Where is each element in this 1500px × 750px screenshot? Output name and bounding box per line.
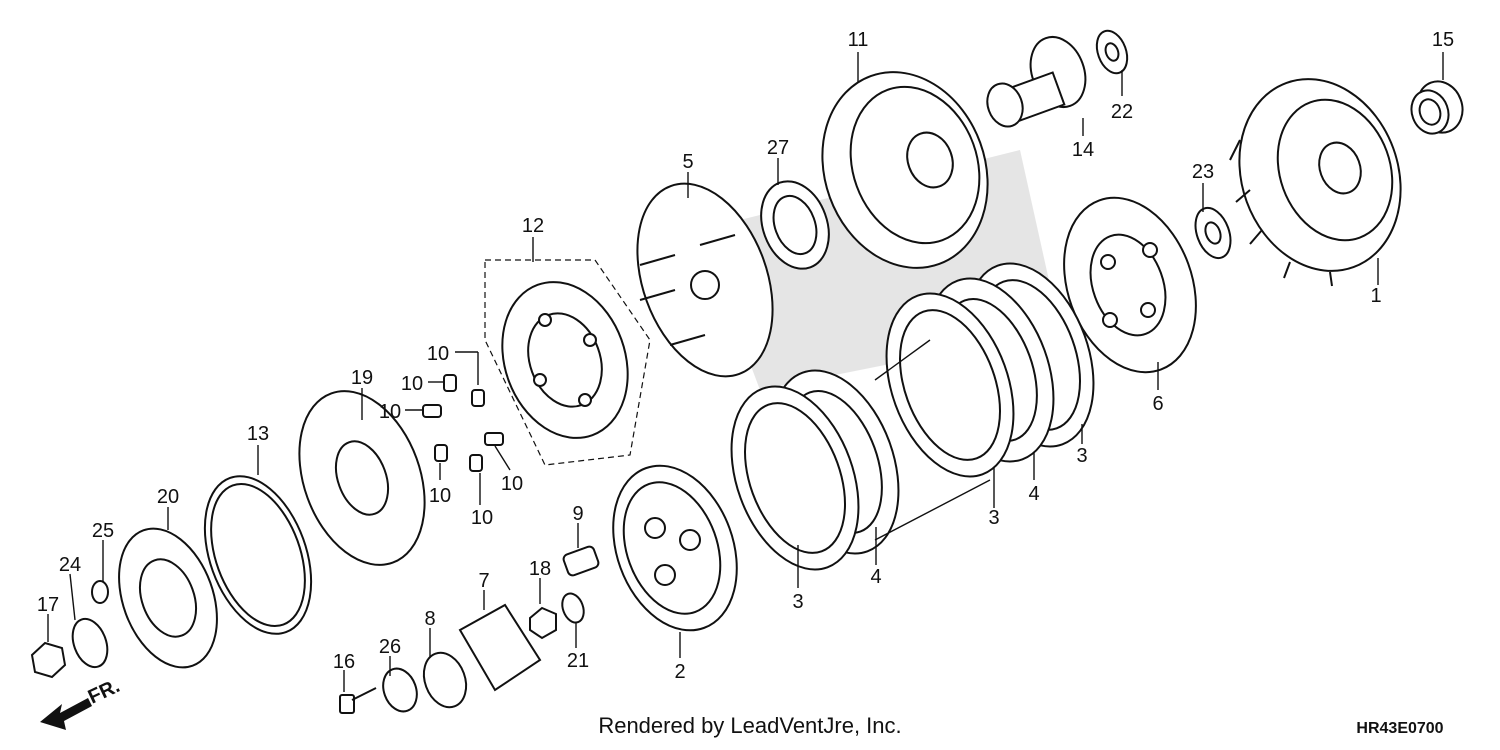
part-nut-17 (30, 641, 67, 679)
part-washer-24 (71, 617, 109, 669)
label-15: 15 (1432, 29, 1454, 51)
leader-lines (47, 52, 1444, 692)
footer-credit: Rendered by LeadVentJre, Inc. (598, 713, 901, 738)
label-9: 9 (572, 503, 583, 525)
part-nut-25 (91, 580, 109, 604)
label-22: 22 (1111, 101, 1133, 123)
part-bearing-8 (422, 651, 468, 709)
part-clutch-discs-upper (885, 262, 1095, 478)
part-plate-19 (298, 390, 426, 566)
part-washer-23 (1194, 206, 1232, 260)
label-10a: 10 (427, 343, 449, 365)
label-25: 25 (92, 520, 114, 542)
part-ring-13 (203, 475, 313, 635)
part-springs-10 (422, 374, 504, 472)
label-10d: 10 (429, 485, 451, 507)
label-10e: 10 (501, 473, 523, 495)
label-27: 27 (767, 137, 789, 159)
part-clutch-drum (821, 71, 989, 269)
part-washer-21 (561, 592, 585, 624)
part-lifter-plate (458, 603, 542, 692)
label-10c: 10 (379, 401, 401, 423)
label-26: 26 (379, 636, 401, 658)
part-bolt-16 (339, 687, 377, 714)
part-one-way-clutch (760, 180, 830, 270)
label-1: 1 (1370, 285, 1381, 307)
front-arrow-icon: FR. (40, 675, 123, 730)
part-drive-plate (636, 182, 774, 378)
label-4b: 4 (870, 566, 881, 588)
label-11: 11 (848, 29, 869, 51)
diagram-code: HR43E0700 (1356, 720, 1443, 737)
label-23: 23 (1192, 161, 1214, 183)
part-clutch-weight (501, 281, 629, 439)
part-gear-shaft (986, 36, 1087, 128)
label-13: 13 (247, 423, 269, 445)
label-3c: 3 (792, 591, 803, 613)
label-3b: 3 (988, 507, 999, 529)
label-10b: 10 (401, 373, 423, 395)
label-5: 5 (682, 151, 693, 173)
label-4a: 4 (1028, 483, 1039, 505)
part-spring-9 (562, 545, 600, 577)
label-2: 2 (674, 661, 685, 683)
label-7: 7 (478, 570, 489, 592)
label-19: 19 (351, 367, 373, 389)
label-18: 18 (529, 558, 551, 580)
part-plate-20 (118, 527, 218, 669)
label-20: 20 (157, 486, 179, 508)
part-nut-18 (529, 606, 557, 640)
part-clutch-center (612, 464, 738, 632)
label-8: 8 (424, 608, 435, 630)
part-clutch-outer (1229, 78, 1402, 287)
part-clutch-discs-lower (730, 369, 900, 571)
label-21: 21 (567, 650, 589, 672)
label-14: 14 (1072, 139, 1094, 161)
part-bushing-15 (1410, 80, 1464, 135)
part-pressure-plate (1063, 196, 1197, 374)
label-3a: 3 (1076, 445, 1087, 467)
part-labels: 1 2 3 3 3 4 4 5 6 7 8 9 10 10 10 10 10 1… (37, 29, 1454, 683)
label-17: 17 (37, 594, 59, 616)
label-6: 6 (1152, 393, 1163, 415)
part-washer-22 (1095, 29, 1129, 75)
label-12: 12 (522, 215, 544, 237)
part-bearing-26 (382, 667, 418, 713)
part-12-group-box (484, 259, 651, 466)
label-10f: 10 (471, 507, 493, 529)
label-24: 24 (59, 554, 81, 576)
label-16: 16 (333, 651, 355, 673)
